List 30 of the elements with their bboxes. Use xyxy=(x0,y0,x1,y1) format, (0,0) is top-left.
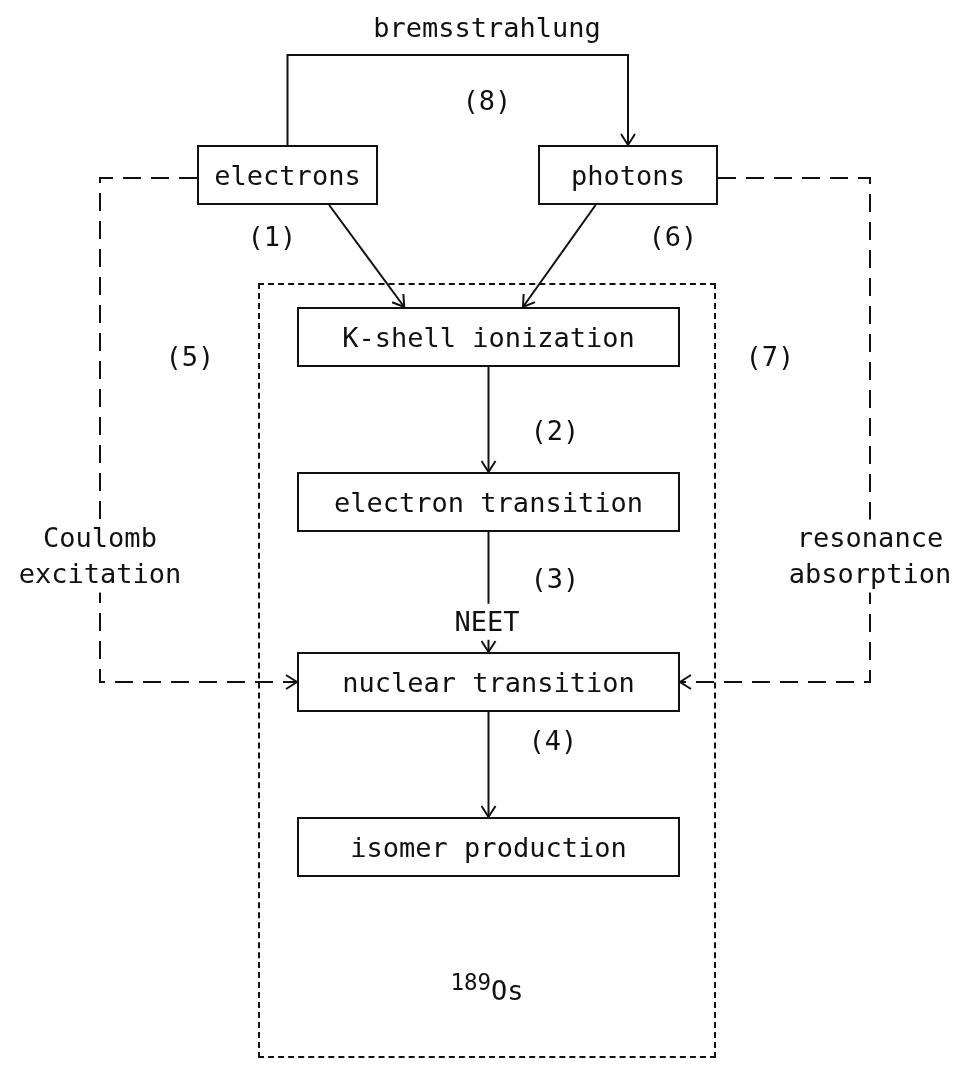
step-number: (6) xyxy=(648,220,698,252)
process-box xyxy=(538,145,718,205)
box-label: nuclear transition xyxy=(342,666,635,698)
arrow xyxy=(480,366,497,473)
step-number: (5) xyxy=(165,340,215,372)
process-box xyxy=(297,652,680,712)
arrow xyxy=(480,711,497,818)
process-box xyxy=(297,472,680,532)
process-box xyxy=(197,145,378,205)
arrow xyxy=(286,54,636,146)
box-label: K-shell ionization xyxy=(342,321,635,353)
step-number: (7) xyxy=(745,340,795,372)
step-number: (8) xyxy=(462,84,512,116)
step-number: (3) xyxy=(530,562,580,594)
box-label: isomer production xyxy=(350,831,627,863)
dashed-arrow xyxy=(99,177,298,690)
arrow xyxy=(328,204,406,308)
box-label: photons xyxy=(571,159,685,191)
region-label: $^{189}$Os xyxy=(449,969,525,1006)
process-box xyxy=(297,307,680,367)
step-number: (4) xyxy=(528,724,578,756)
box-label: electron transition xyxy=(334,486,643,518)
dashed-arrow xyxy=(679,177,871,690)
step-number: (1) xyxy=(247,220,297,252)
box-label: electrons xyxy=(214,159,361,191)
process-box xyxy=(297,817,680,877)
step-number: (2) xyxy=(530,414,580,446)
arrow xyxy=(521,204,597,308)
edge-label: NEET xyxy=(454,603,520,641)
dashed-region xyxy=(258,283,716,1058)
